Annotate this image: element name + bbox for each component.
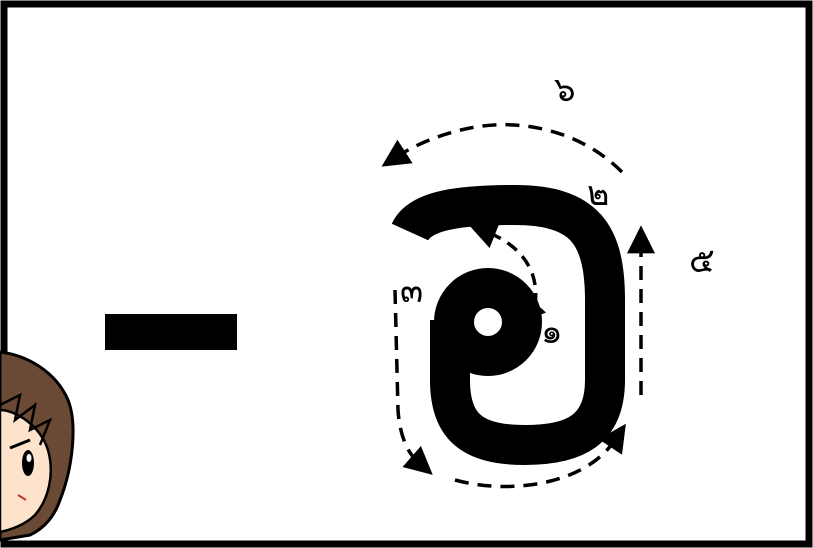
stroke-label-2: ๒ bbox=[587, 174, 609, 214]
stroke-label-5: ๕ bbox=[689, 241, 715, 281]
stroke-label-1: ๑ bbox=[541, 312, 563, 352]
stroke-label-6: ๖ bbox=[554, 70, 576, 110]
stroke-arrow-3 bbox=[395, 290, 418, 462]
dash-mark bbox=[105, 314, 237, 350]
stroke-arrow-6 bbox=[398, 125, 622, 172]
mascot-character bbox=[0, 352, 73, 540]
thai-letter-head bbox=[454, 288, 522, 356]
stroke-label-3: ๓ bbox=[400, 271, 423, 311]
